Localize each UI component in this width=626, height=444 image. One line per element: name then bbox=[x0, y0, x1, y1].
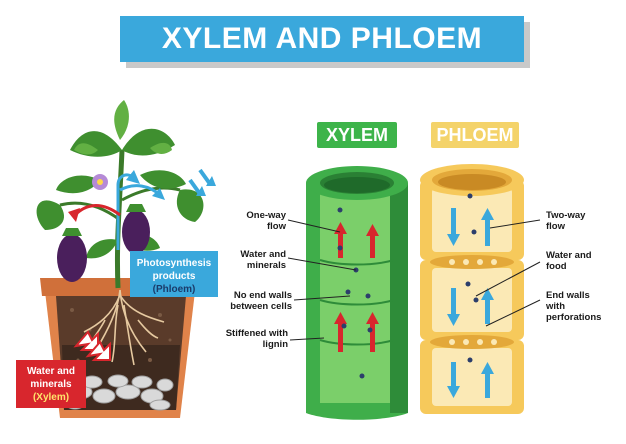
xylem-box-line2: minerals bbox=[30, 379, 72, 390]
water-minerals-box: Water and minerals (Xylem) bbox=[16, 360, 86, 408]
eggplant-left bbox=[57, 228, 87, 282]
phloem-tube bbox=[420, 164, 524, 414]
xylem-box-line1: Water and bbox=[27, 366, 75, 377]
xylem-box-line3: (Xylem) bbox=[32, 392, 70, 403]
xylem-tube bbox=[306, 166, 408, 420]
eggplant-right bbox=[122, 204, 150, 254]
water-uptake-arrows bbox=[73, 330, 111, 361]
phloem-box-line3: (Phloem) bbox=[152, 284, 196, 295]
xylem-header: XYLEM bbox=[317, 122, 397, 148]
phloem-flow-arrows bbox=[447, 208, 494, 398]
page-title: XYLEM AND PHLOEM bbox=[120, 16, 524, 62]
phloem-box-line2: products bbox=[152, 271, 196, 282]
phloem-box-line1: Photosynthesis bbox=[136, 258, 212, 269]
phloem-header: PHLOEM bbox=[431, 122, 519, 148]
sunlight-arrows bbox=[188, 168, 216, 196]
plant-foliage bbox=[36, 100, 216, 361]
flower-icon bbox=[92, 174, 108, 190]
leader-lines bbox=[287, 219, 541, 341]
photosynthesis-products-box: Photosynthesis products (Phloem) bbox=[130, 251, 218, 297]
